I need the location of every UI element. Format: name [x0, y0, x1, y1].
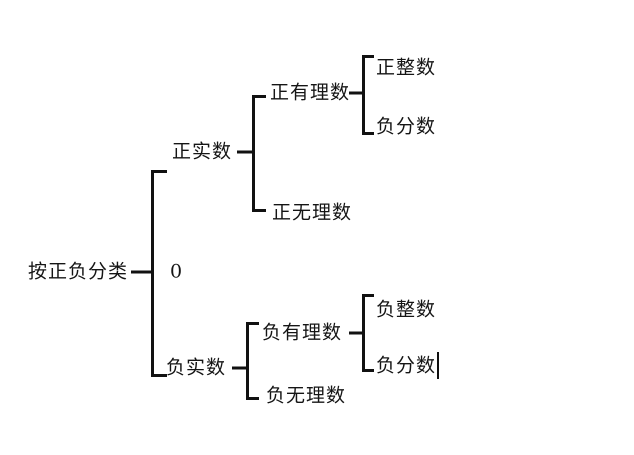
node-negative-fraction-upper[interactable]: 负分数 [376, 115, 437, 138]
brace-arm-bottom [362, 369, 374, 372]
brace-arm-bottom [252, 209, 266, 212]
brace-root [131, 170, 170, 377]
brace-arm-bottom [362, 132, 374, 135]
node-negative-rational[interactable]: 负有理数 [262, 321, 343, 344]
brace-arm-top [246, 322, 259, 325]
brace-stem [131, 270, 151, 274]
node-positive-real[interactable]: 正实数 [172, 140, 233, 163]
brace-negative-real [232, 322, 262, 400]
brace-stem [349, 331, 362, 335]
brace-arm-top [362, 55, 374, 58]
brace-spine [246, 322, 249, 400]
node-negative-irrational[interactable]: 负无理数 [266, 384, 347, 407]
node-negative-fraction-lower[interactable]: 负分数 [376, 354, 437, 377]
brace-arm-top [252, 95, 266, 98]
brace-arm-top [151, 170, 167, 173]
brace-arm-top [362, 294, 374, 297]
brace-spine [151, 170, 154, 377]
node-positive-integer[interactable]: 正整数 [376, 56, 437, 79]
text-caret [437, 352, 439, 379]
brace-positive-real [237, 95, 269, 212]
brace-arm-bottom [151, 374, 167, 377]
node-negative-real[interactable]: 负实数 [166, 356, 227, 379]
brace-stem [232, 366, 246, 370]
brace-negative-rational [349, 294, 377, 372]
node-positive-irrational[interactable]: 正无理数 [272, 201, 353, 224]
brace-spine [252, 95, 255, 212]
brace-spine [362, 55, 365, 135]
brace-stem [237, 150, 252, 154]
brace-positive-rational [349, 55, 377, 135]
brace-stem [349, 91, 362, 95]
node-zero-label[interactable]: 0 [170, 260, 183, 283]
node-negative-integer[interactable]: 负整数 [376, 298, 437, 321]
brace-arm-bottom [246, 397, 259, 400]
brace-spine [362, 294, 365, 372]
node-root-label[interactable]: 按正负分类 [28, 260, 129, 283]
node-positive-rational[interactable]: 正有理数 [270, 81, 351, 104]
